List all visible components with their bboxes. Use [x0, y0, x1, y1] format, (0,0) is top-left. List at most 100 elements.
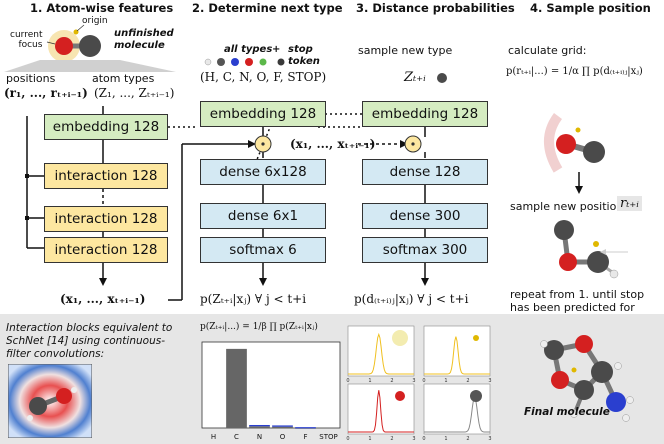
type-tick-f: F — [303, 433, 307, 441]
sampled-atom-dot — [437, 73, 447, 83]
interaction-128-box-3: interaction 128 — [44, 237, 168, 263]
header-distance-probabilities: 3. Distance probabilities — [356, 1, 515, 15]
stop-token-label: stop token — [288, 44, 320, 67]
distance-probability-formula: p(d₍ₜ₊ᵢ₎ⱼ|xⱼ) ∀ j < t+i — [354, 292, 469, 306]
carbon-atom — [583, 141, 605, 163]
type-bar-n — [249, 424, 270, 427]
dense-128-box: dense 128 — [362, 159, 488, 185]
distance-tick: 2 — [466, 378, 469, 384]
distance-tick: 3 — [412, 378, 415, 384]
embedding-128-box: embedding 128 — [44, 114, 168, 140]
dense-6x1-box: dense 6x1 — [200, 203, 326, 229]
grid-probability-illustration — [544, 113, 605, 173]
type-tick-c: C — [234, 433, 239, 441]
oxygen-atom — [556, 134, 576, 154]
col4-arrow-down — [575, 172, 583, 194]
distance-tick: 1 — [444, 378, 447, 384]
type-tick-stop: STOP — [319, 433, 337, 441]
distance-panel-atom-2 — [473, 335, 479, 341]
type-tick-h: H — [211, 433, 216, 441]
all-types-label: all types — [224, 44, 273, 55]
type-probability-formula: p(Zₜ₊ᵢ|xⱼ) ∀ j < t+i — [200, 292, 307, 306]
type-chart-formula: p(Zₜ₊ᵢ|...) = 1/β ∏ p(Zₜ₊ᵢ|xⱼ) — [200, 322, 318, 332]
distance-tick: 3 — [412, 436, 415, 442]
carbon-atom — [79, 35, 101, 57]
continuous-filter-illustration — [8, 364, 92, 438]
type-bar-o — [272, 426, 293, 428]
oxygen-dot — [245, 58, 253, 66]
type-bar-n — [249, 426, 270, 428]
types-formula: (Z₁, ..., Zₜ₊ᵢ₋₁) — [94, 86, 175, 100]
distance-tick: 2 — [466, 436, 469, 442]
type-chart-frame — [201, 341, 341, 429]
origin-label: origin — [82, 16, 108, 26]
distance-tick: 1 — [368, 378, 371, 384]
current-focus-label: current focus — [10, 30, 43, 50]
distance-curve-3 — [348, 390, 414, 433]
sample-new-type-label: sample new type — [358, 44, 453, 57]
col3-features-formula: (x₁, ..., xₜ₊ᵢ₋₁) — [290, 137, 376, 151]
type-bar-c — [226, 348, 247, 428]
type-tick-o: O — [280, 433, 286, 441]
distance-tick: 1 — [444, 436, 447, 442]
final-molecule-illustration — [540, 335, 634, 422]
sampled-position-molecule — [554, 220, 628, 279]
cross-column-connections — [168, 102, 429, 301]
distance-tick: 0 — [346, 436, 349, 442]
atom-types-label: atom types — [92, 72, 155, 85]
schnet-note: Interaction blocks equivalent to SchNet … — [6, 322, 173, 360]
type-tick-n: N — [257, 433, 262, 441]
distance-tick: 0 — [422, 378, 425, 384]
carbon-dot — [217, 58, 225, 66]
calculate-grid-label: calculate grid: — [508, 44, 587, 57]
distance-curve-1 — [348, 332, 414, 375]
stop-dot — [277, 58, 285, 66]
focus-marker — [575, 127, 581, 133]
distance-tick: 3 — [488, 436, 491, 442]
distance-tick: 2 — [390, 378, 393, 384]
r-next-label: rₜ₊ᵢ — [617, 196, 642, 211]
plus-label: + — [272, 44, 281, 55]
interaction-128-box-2: interaction 128 — [44, 206, 168, 232]
distance-panel-atom-3 — [395, 391, 405, 401]
type-probability-chart: H C N O F STOP — [201, 341, 341, 441]
unfinished-molecule-label: unfinished molecule — [114, 28, 174, 51]
sample-new-position-label: sample new position — [510, 200, 624, 213]
type-bar-o — [272, 425, 293, 427]
nitrogen-dot — [231, 58, 239, 66]
positions-formula: (r₁, ..., rₜ₊ᵢ₋₁) — [4, 86, 88, 100]
header-atom-wise-features: 1. Atom-wise features — [30, 1, 174, 15]
col3-embedding-128-box: embedding 128 — [362, 101, 488, 127]
final-molecule-label: Final molecule — [524, 406, 610, 418]
distance-curve-4 — [424, 395, 490, 433]
interaction-128-box-1: interaction 128 — [44, 163, 168, 189]
distance-panel-atom-4 — [470, 390, 482, 402]
distance-tick: 1 — [368, 436, 371, 442]
softmax-6-box: softmax 6 — [200, 237, 326, 263]
fluorine-dot — [259, 58, 267, 66]
hydrogen-dot — [204, 58, 212, 66]
header-determine-next-type: 2. Determine next type — [192, 1, 343, 15]
positions-label: positions — [6, 72, 56, 85]
distance-panel-2 — [423, 325, 491, 377]
distance-tick: 0 — [346, 378, 349, 384]
types-list: (H, C, N, O, F, STOP) — [200, 70, 327, 84]
dense-6x128-box: dense 6x128 — [200, 159, 326, 185]
distance-curve-2 — [424, 336, 490, 375]
z-next-label: Zₜ₊ᵢ — [404, 70, 426, 85]
distance-distribution-charts: 0 1 2 3 0 1 2 3 0 1 2 3 0 1 2 3 — [346, 325, 492, 442]
softmax-300-box: softmax 300 — [362, 237, 488, 263]
distance-tick: 2 — [390, 436, 393, 442]
dense-300-box: dense 300 — [362, 203, 488, 229]
grid-formula: p(rₜ₊ᵢ|...) = 1/α ∏ p(d₍ₜ₊ᵢ₎ⱼ|xⱼ) — [506, 66, 643, 77]
col1-connections — [25, 106, 107, 286]
atom-type-dots — [204, 58, 285, 66]
col2-embedding-128-box: embedding 128 — [200, 101, 326, 127]
distance-tick: 3 — [488, 378, 491, 384]
type-bar-f — [295, 427, 316, 429]
distance-panel-atom-1 — [392, 330, 408, 346]
unfinished-molecule-illustration — [4, 24, 176, 72]
distance-tick: 0 — [422, 436, 425, 442]
features-output-formula: (x₁, ..., xₜ₊ᵢ₋₁) — [60, 292, 146, 306]
oxygen-atom — [55, 37, 73, 55]
